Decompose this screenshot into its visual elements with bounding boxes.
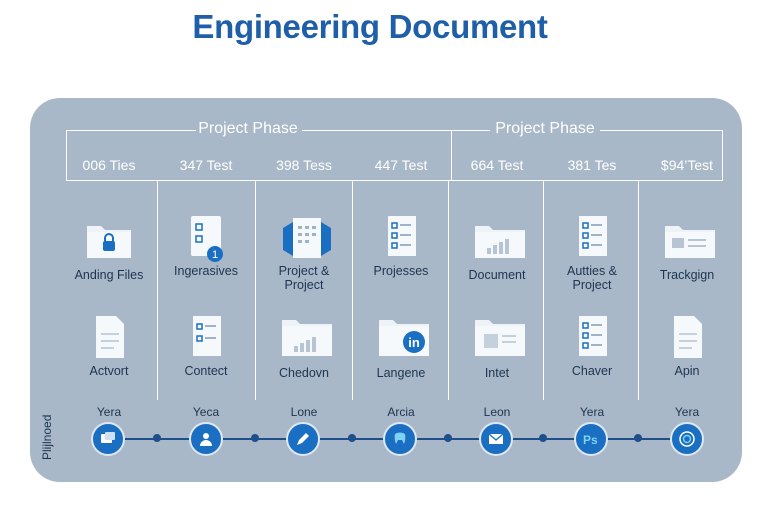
- doc-card-label: Ingerasives: [174, 264, 238, 278]
- timeline-name: Yera: [674, 405, 700, 419]
- phase-bracket-1-right: [302, 130, 450, 131]
- checklist-icon: [181, 314, 231, 358]
- column-divider: [638, 180, 639, 400]
- folder-icon: [472, 316, 525, 360]
- checklist-icon: [376, 214, 426, 258]
- phase-frame-1: [66, 130, 452, 181]
- doc-card[interactable]: Project & Project: [255, 214, 353, 292]
- column-head-4: 447 Test: [374, 157, 428, 173]
- mail-icon[interactable]: [479, 422, 513, 456]
- doc-card-label: Apin: [674, 364, 700, 378]
- timeline-dot: [153, 434, 161, 442]
- doc-card[interactable]: Chaver: [543, 314, 641, 378]
- chart-folder-icon: [472, 218, 525, 262]
- timeline-name: Lone: [290, 405, 318, 419]
- svg-text:Ps: Ps: [583, 433, 598, 447]
- tooth-icon[interactable]: [383, 422, 417, 456]
- column-head-6: 381 Tes: [567, 157, 617, 173]
- photoshop-icon[interactable]: Ps: [574, 422, 608, 456]
- timeline-dot: [251, 434, 259, 442]
- page-title: Engineering Document: [192, 8, 548, 45]
- column-divider: [255, 180, 256, 400]
- doc-card-label: Project & Project: [278, 264, 330, 292]
- doc-card[interactable]: Apin: [638, 314, 736, 378]
- doc-card[interactable]: Contect: [157, 314, 255, 378]
- linkedin-folder-icon: in: [376, 316, 429, 360]
- doc-card[interactable]: 1 Ingerasives: [157, 214, 255, 278]
- column-divider: [352, 180, 353, 400]
- doc-card[interactable]: Intet: [448, 316, 546, 380]
- timeline-dot: [444, 434, 452, 442]
- pencil-icon[interactable]: [286, 422, 320, 456]
- doc-card[interactable]: Chedovn: [255, 316, 353, 380]
- engineering-panel: [30, 98, 742, 482]
- user-icon[interactable]: [189, 422, 223, 456]
- timeline-name: Yeca: [192, 405, 220, 419]
- doc-card[interactable]: Anding Files: [60, 218, 158, 282]
- checklist-icon: [567, 314, 617, 358]
- folder-image-icon: [662, 218, 715, 262]
- doc-card-label: Contect: [184, 364, 228, 378]
- phase-label-1: Project Phase: [198, 120, 298, 137]
- checklist-icon: [567, 214, 617, 258]
- doc-card-label: Langene: [376, 366, 426, 380]
- phase-bracket-2: [450, 130, 490, 131]
- timeline-dot: [634, 434, 642, 442]
- column-head-7: $94’Test: [660, 157, 714, 173]
- calendar-doc-icon: [279, 214, 331, 258]
- column-divider: [448, 180, 449, 400]
- phase-bracket-2-right: [600, 130, 722, 131]
- document-icon: [662, 314, 712, 358]
- column-divider: [157, 180, 158, 400]
- column-head-3: 398 Tess: [276, 157, 332, 173]
- timeline-name: Leon: [483, 405, 511, 419]
- column-head-1: 006 Ties: [82, 157, 136, 173]
- doc-card-label: Document: [468, 268, 526, 282]
- chat-icon[interactable]: [91, 422, 125, 456]
- target-icon[interactable]: [670, 422, 704, 456]
- doc-card-label: Actvort: [89, 364, 129, 378]
- doc-card-label: Intet: [484, 366, 510, 380]
- timeline-dot: [348, 434, 356, 442]
- column-head-2: 347 Test: [179, 157, 233, 173]
- phase-label-2: Project Phase: [495, 120, 595, 137]
- chart-folder-icon: [279, 316, 332, 360]
- phase-frame-2: [450, 130, 723, 181]
- checklist-badge-icon: 1: [181, 214, 231, 262]
- doc-card-label: Anding Files: [74, 268, 144, 282]
- side-label: Plijlnoed: [40, 414, 54, 460]
- doc-card[interactable]: Projesses: [352, 214, 450, 278]
- folder-lock-icon: [84, 218, 134, 262]
- svg-text:1: 1: [212, 249, 218, 261]
- timeline-name: Yera: [96, 405, 122, 419]
- column-head-5: 664 Test: [470, 157, 524, 173]
- doc-card[interactable]: Trackgign: [638, 218, 736, 282]
- timeline-name: Arcia: [387, 405, 415, 419]
- doc-card[interactable]: Document: [448, 218, 546, 282]
- phase-bracket-1: [66, 130, 196, 131]
- document-icon: [84, 314, 134, 358]
- doc-card-label: Projesses: [373, 264, 429, 278]
- svg-text:in: in: [408, 335, 420, 350]
- doc-card-label: Chaver: [571, 364, 613, 378]
- doc-card-label: Trackgign: [659, 268, 715, 282]
- doc-card-label: Chedovn: [278, 366, 330, 380]
- timeline-name: Yera: [579, 405, 605, 419]
- column-divider: [543, 180, 544, 400]
- timeline-dot: [539, 434, 547, 442]
- doc-card-label: Autties & Project: [566, 264, 618, 292]
- doc-card[interactable]: Autties & Project: [543, 214, 641, 292]
- doc-card[interactable]: in Langene: [352, 316, 450, 380]
- doc-card[interactable]: Actvort: [60, 314, 158, 378]
